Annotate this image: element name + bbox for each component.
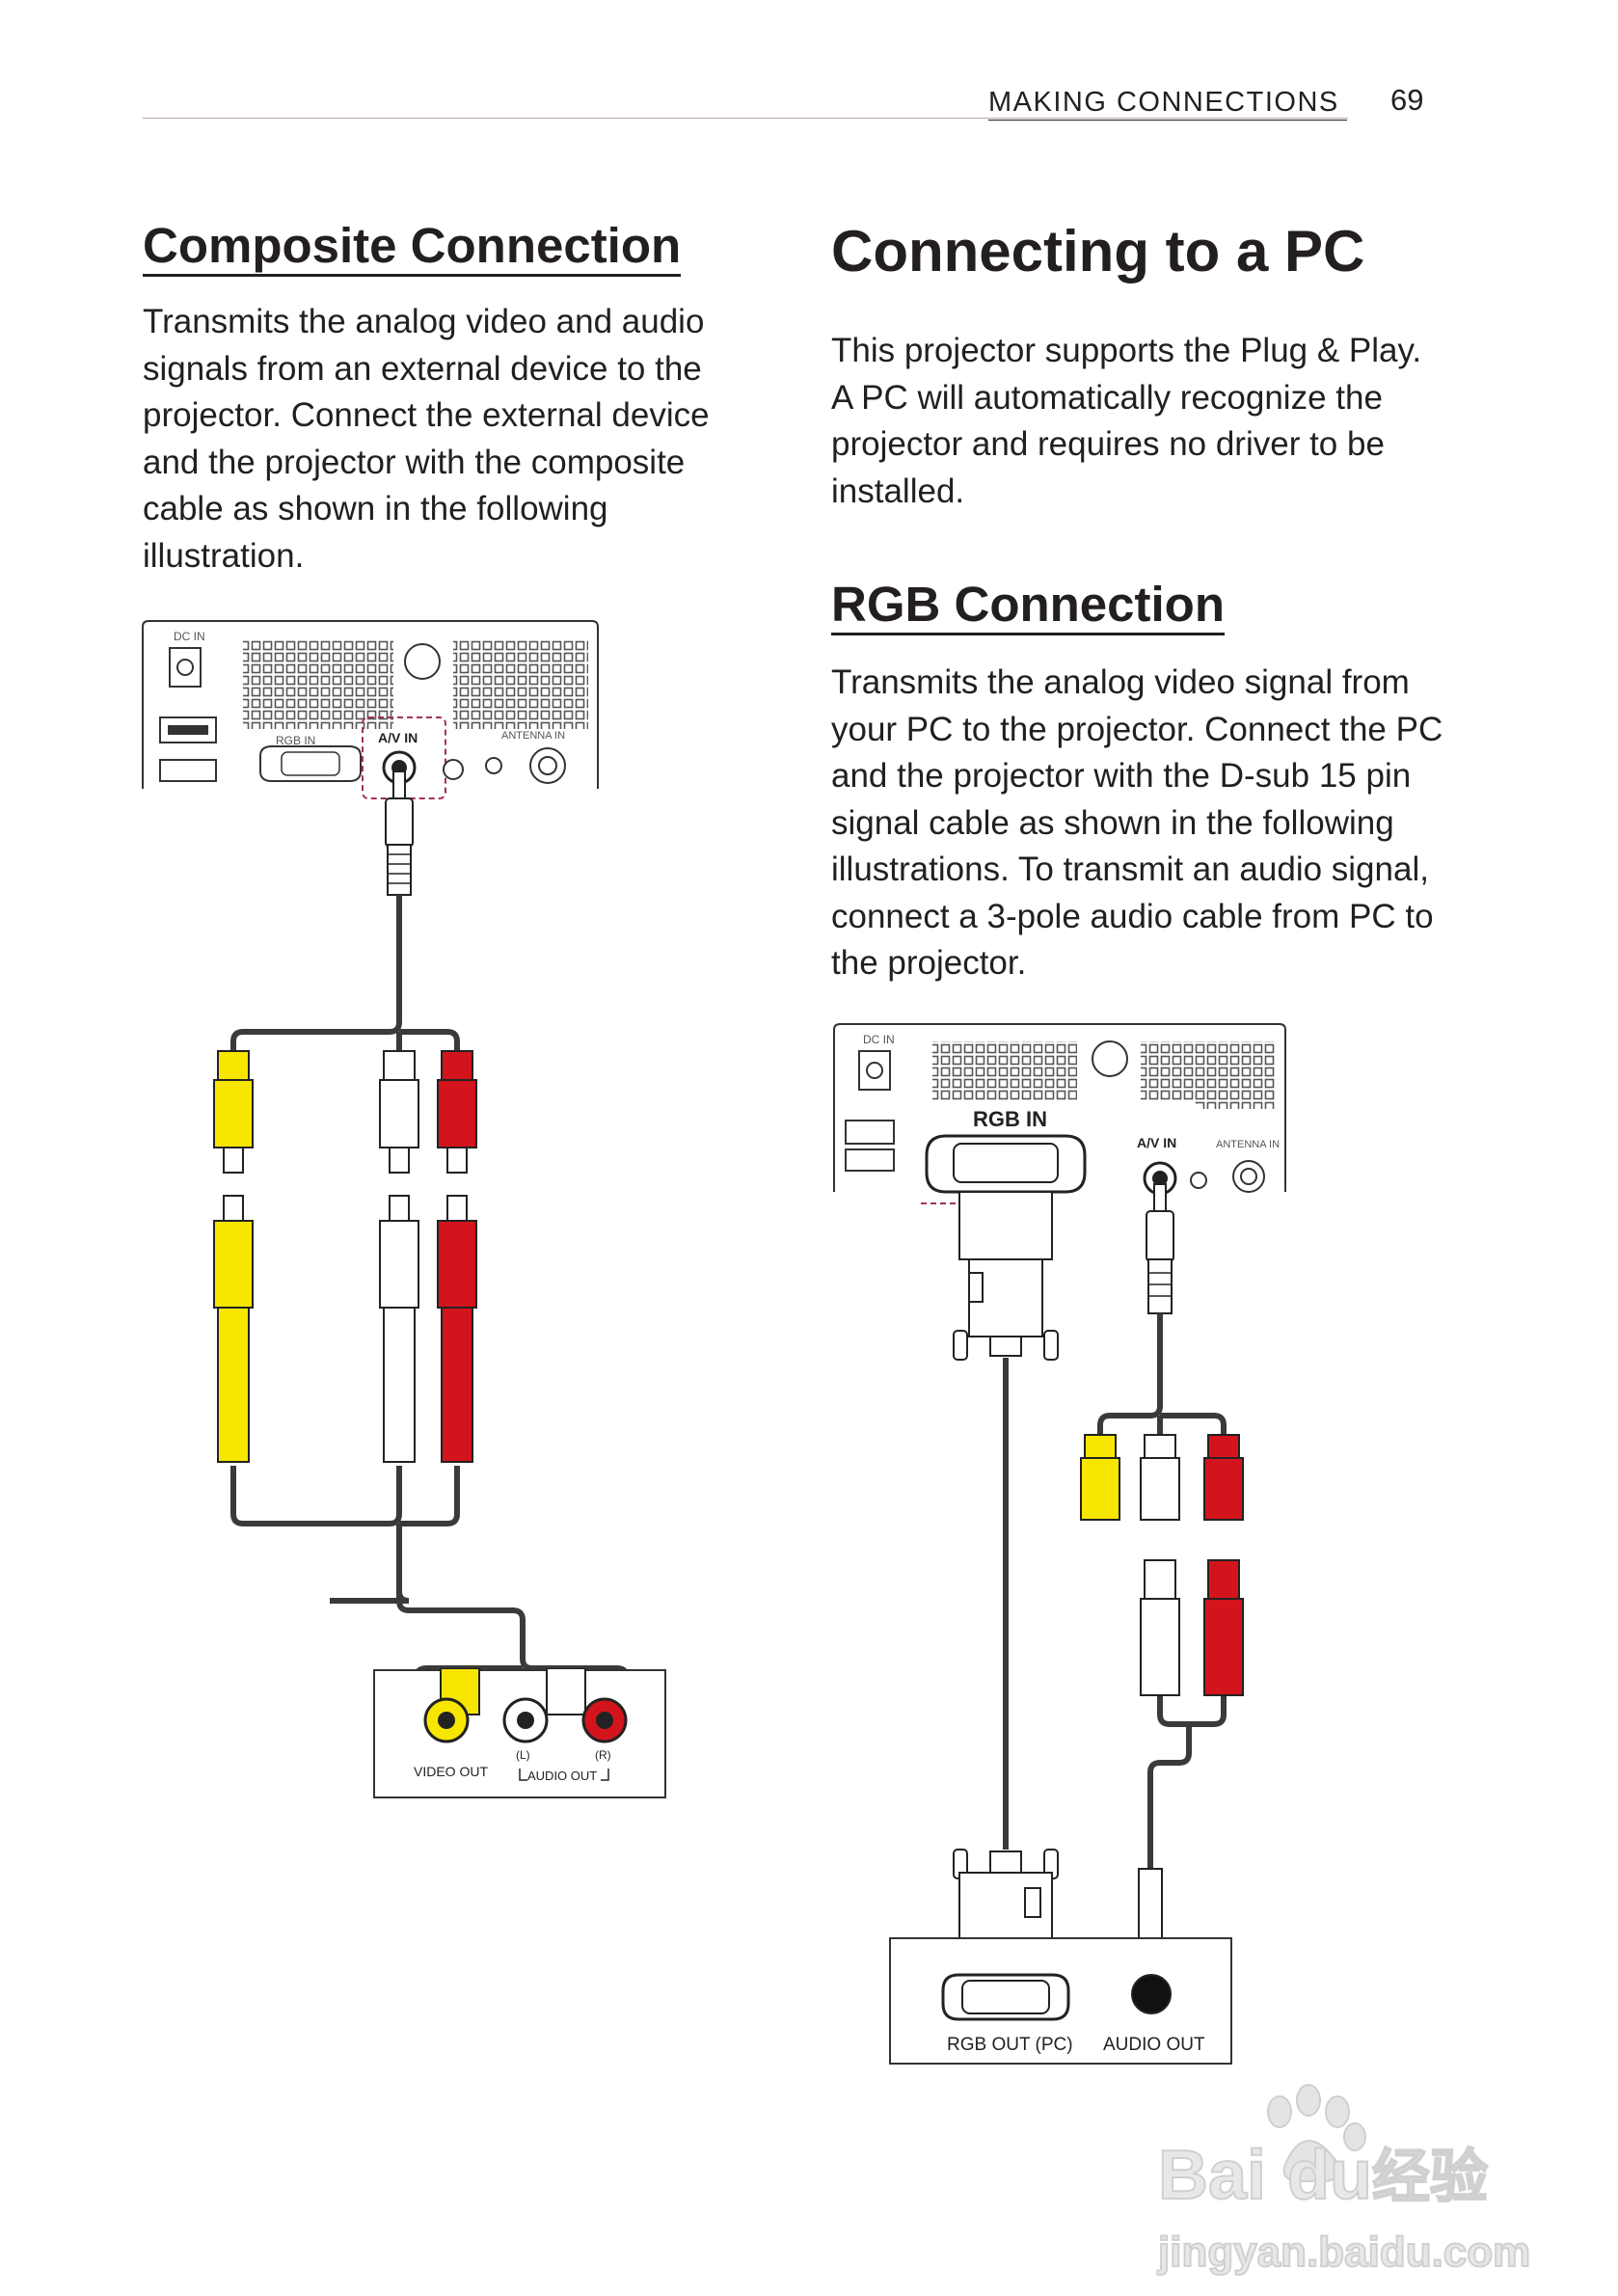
antenna-in-label-rgb: ANTENNA IN [1216, 1139, 1280, 1150]
dc-in-label: DC IN [174, 630, 205, 643]
running-header-underline [988, 120, 1347, 121]
composite-body-wrap: Transmits the analog video and audio sig… [143, 299, 741, 580]
rca-plug-yellow-upper [213, 1050, 254, 1174]
watermark-brand: Bai [1158, 2137, 1266, 2214]
rgb-section: RGB Connection [831, 579, 1225, 635]
composite-body: Transmits the analog video and audio sig… [143, 303, 710, 575]
av-source-device: VIDEO OUT (L) (R) AUDIO OUT [373, 1668, 666, 1798]
av-mini-plug [385, 770, 414, 896]
dc-in-label-rgb: DC IN [863, 1033, 895, 1046]
rgb-in-label: RGB IN [276, 734, 315, 747]
rgb-heading: RGB Connection [831, 579, 1225, 635]
composite-heading: Composite Connection [143, 220, 682, 277]
vent-grille-right [453, 640, 588, 729]
composite-section: Composite Connection [143, 220, 682, 277]
rca-plug-red-upper [437, 1050, 477, 1174]
baidu-watermark: Bai du 经验 jingyan.baidu.com [1156, 2084, 1531, 2277]
rca-plugs-rgb-upper [1080, 1434, 1244, 1521]
rca-plug-red-lower [437, 1195, 477, 1463]
rgb-cables [1003, 1313, 1227, 1869]
rca-plug-yellow-lower [213, 1195, 254, 1463]
projector-rear-panel: DC IN RGB IN A/V IN ANTENNA IN [142, 620, 599, 799]
pc-device: RGB OUT (PC) AUDIO OUT [889, 1937, 1232, 2065]
pc-audio-out-label: AUDIO OUT [1103, 2035, 1205, 2055]
composite-connection-illustration: DC IN RGB IN A/V IN ANTENNA IN [142, 620, 647, 1795]
av-in-label: A/V IN [378, 730, 418, 745]
vent-grille-left [243, 640, 393, 729]
header-rule [143, 118, 1348, 119]
rgb-connection-illustration: DC IN RGB IN A/V IN ANTENNA IN [833, 1023, 1286, 1993]
video-out-label: VIDEO OUT [414, 1764, 488, 1779]
pc-body: This projector supports the Plug & Play.… [831, 332, 1422, 510]
audio-out-label: AUDIO OUT [527, 1769, 597, 1783]
rca-plug-white-upper [379, 1050, 419, 1174]
rgb-out-label: RGB OUT (PC) [947, 2035, 1073, 2055]
rca-plugs-lower [213, 1195, 477, 1463]
pc-heading: Connecting to a PC [831, 219, 1365, 284]
pc-section: Connecting to a PC [831, 220, 1364, 284]
pc-body-wrap: This projector supports the Plug & Play.… [831, 328, 1448, 515]
hdmi-port [159, 759, 217, 782]
right-channel-label: (R) [595, 1748, 611, 1762]
watermark-brand2: du [1287, 2137, 1372, 2214]
lens-sensor [404, 643, 441, 680]
left-channel-label: (L) [516, 1748, 530, 1762]
rca-plugs-upper [213, 1050, 477, 1174]
watermark-url: jingyan.baidu.com [1157, 2228, 1530, 2276]
rgb-body-wrap: Transmits the analog video signal from y… [831, 660, 1448, 987]
composite-cable [230, 895, 630, 1707]
paw-icon [1267, 2084, 1366, 2182]
page-number: 69 [1390, 83, 1424, 117]
av-in-label-rgb: A/V IN [1137, 1135, 1176, 1150]
audio-plug-upper [1146, 1183, 1174, 1314]
projector-rear-panel-rgb: DC IN RGB IN A/V IN ANTENNA IN [833, 1023, 1286, 1204]
rgb-body: Transmits the analog video signal from y… [831, 663, 1443, 982]
running-header: MAKING CONNECTIONS [988, 87, 1339, 118]
rca-plugs-rgb-lower [1140, 1559, 1244, 1696]
rca-plug-white-lower [379, 1195, 419, 1463]
watermark-cn: 经验 [1372, 2145, 1488, 2209]
audio-out-jack [1131, 1974, 1172, 2014]
antenna-in-label: ANTENNA IN [501, 730, 565, 742]
dsub-connector-upper [953, 1191, 1059, 1361]
rgb-in-label-rgb: RGB IN [973, 1107, 1047, 1131]
